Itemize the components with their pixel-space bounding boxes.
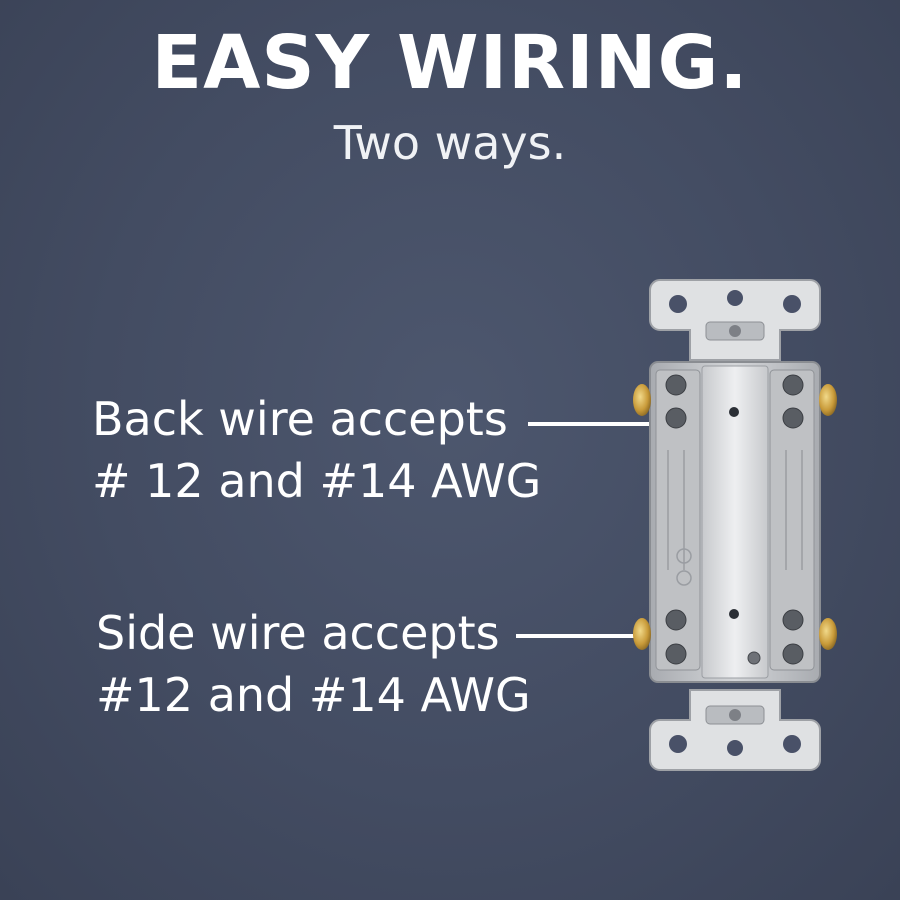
back-wire-callout-line1: Back wire accepts [92, 392, 508, 446]
side-wire-callout: Side wire accepts #12 and #14 AWG [96, 602, 531, 726]
side-terminal-screws [633, 384, 837, 650]
side-wire-callout-line1: Side wire accepts [96, 606, 500, 660]
side-wire-leader-line [516, 634, 636, 638]
page-subtitle: Two ways. [333, 116, 567, 170]
back-wire-callout-line2: # 12 and #14 AWG [92, 454, 542, 508]
switch-device-icon [620, 270, 850, 780]
bottom-mounting-strap [649, 689, 821, 771]
page-title: EASY WIRING. [151, 20, 749, 106]
back-wire-leader-line [528, 422, 668, 426]
top-mounting-strap [649, 279, 821, 361]
back-wire-holes-top [665, 374, 804, 429]
back-wire-holes-bottom [665, 609, 804, 665]
side-wire-callout-line2: #12 and #14 AWG [96, 668, 531, 722]
back-wire-callout: Back wire accepts # 12 and #14 AWG [92, 388, 541, 512]
